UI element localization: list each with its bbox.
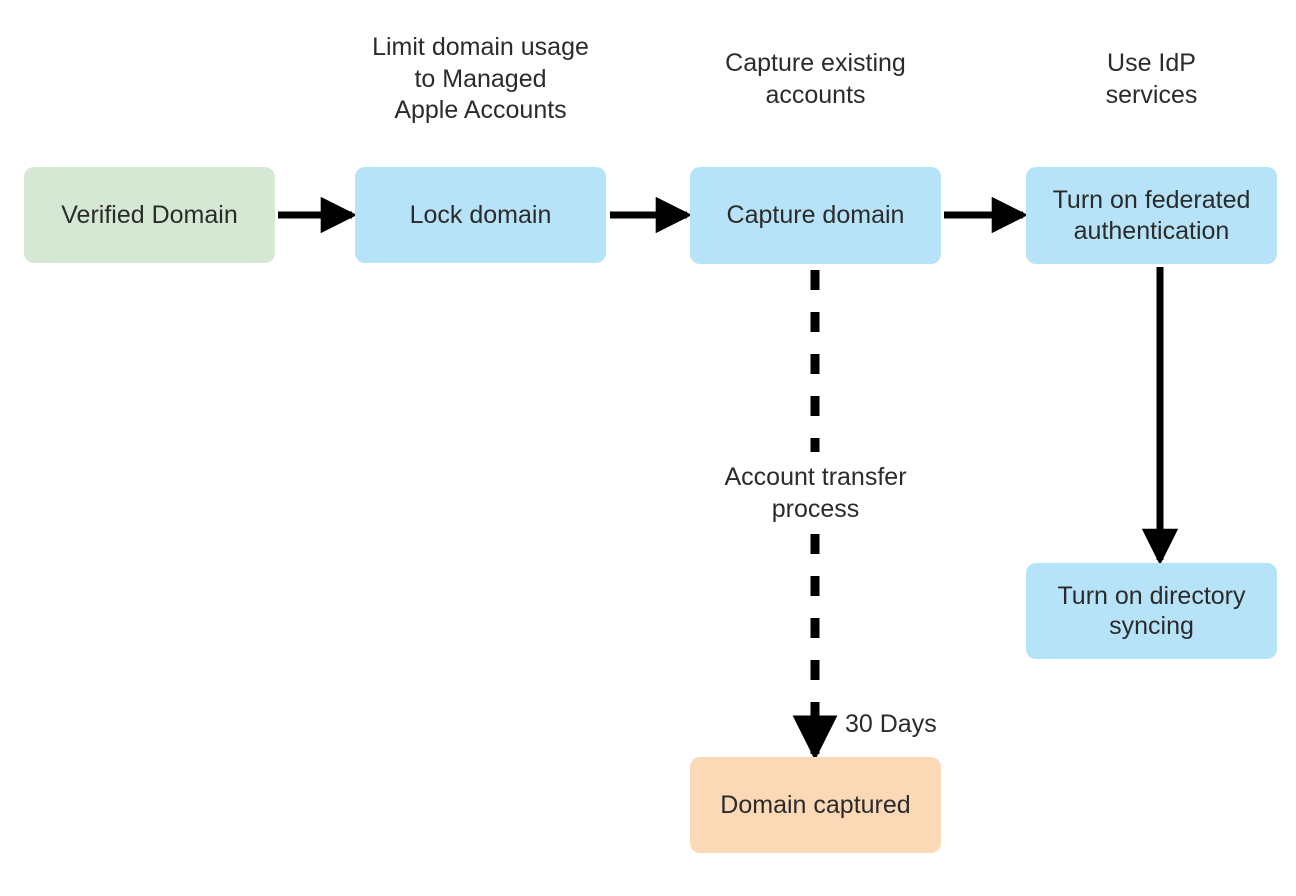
- caption-lock-domain: Limit domain usage to Managed Apple Acco…: [372, 33, 589, 124]
- node-capture-domain[interactable]: Capture domain: [690, 167, 941, 264]
- node-lock-domain[interactable]: Lock domain: [355, 167, 606, 263]
- caption-federated-auth: Use IdP services: [1105, 49, 1198, 109]
- node-domain-captured[interactable]: Domain captured: [690, 757, 941, 853]
- caption-capture-domain: Capture existing accounts: [725, 49, 906, 109]
- node-directory-syncing[interactable]: Turn on directory syncing: [1026, 563, 1277, 659]
- node-verified-domain[interactable]: Verified Domain: [24, 167, 275, 263]
- edge-label-30-days: 30 Days: [845, 710, 937, 738]
- node-federated-authentication[interactable]: Turn on federated authentication: [1026, 167, 1277, 264]
- edge-label-account-transfer: Account transfer process: [724, 463, 907, 523]
